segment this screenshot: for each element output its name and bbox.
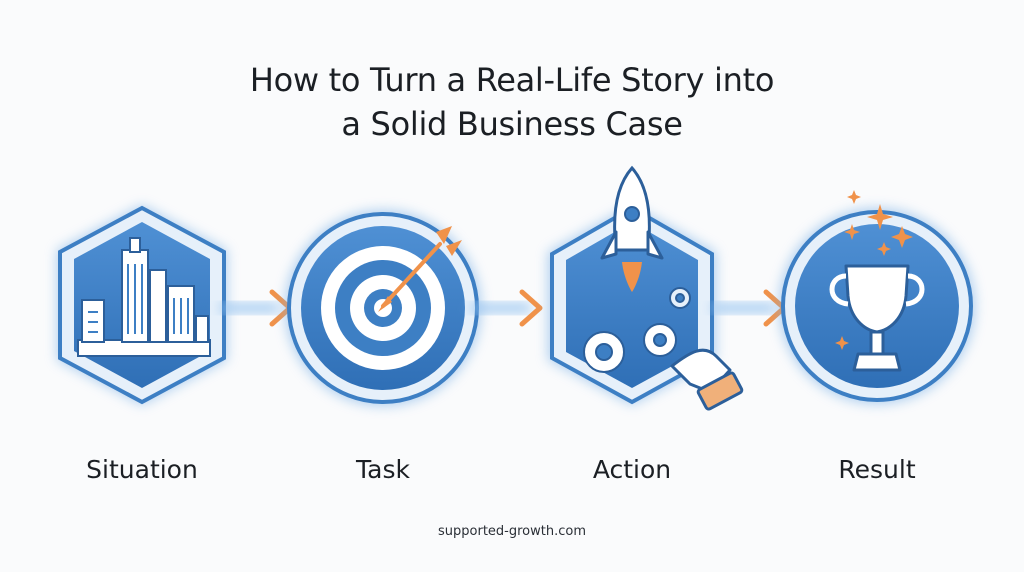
arrow-right-icon [220,289,293,327]
title-line-2: a Solid Business Case [341,105,683,143]
gears-icon [583,287,691,373]
step-situation-badge [57,205,227,405]
step-label-result: Result [838,455,916,484]
step-action-badge [548,165,744,411]
arrow-right-icon [712,289,787,327]
rocket-icon [600,165,664,292]
city-skyline-icon [77,237,211,357]
step-label-task: Task [356,455,410,484]
hand-icon [670,348,744,411]
arrow-right-icon [470,289,543,327]
step-task-badge [285,210,481,406]
title-line-1: How to Turn a Real-Life Story into [249,61,775,99]
sparkle-icon [835,190,913,350]
step-label-situation: Situation [86,455,198,484]
page-title: How to Turn a Real-Life Story into a Sol… [0,58,1024,146]
trophy-icon [829,264,925,372]
footer-source: supported-growth.com [438,524,586,539]
target-arrow-icon [321,226,462,370]
step-label-action: Action [592,455,672,484]
step-result-badge [779,190,975,404]
